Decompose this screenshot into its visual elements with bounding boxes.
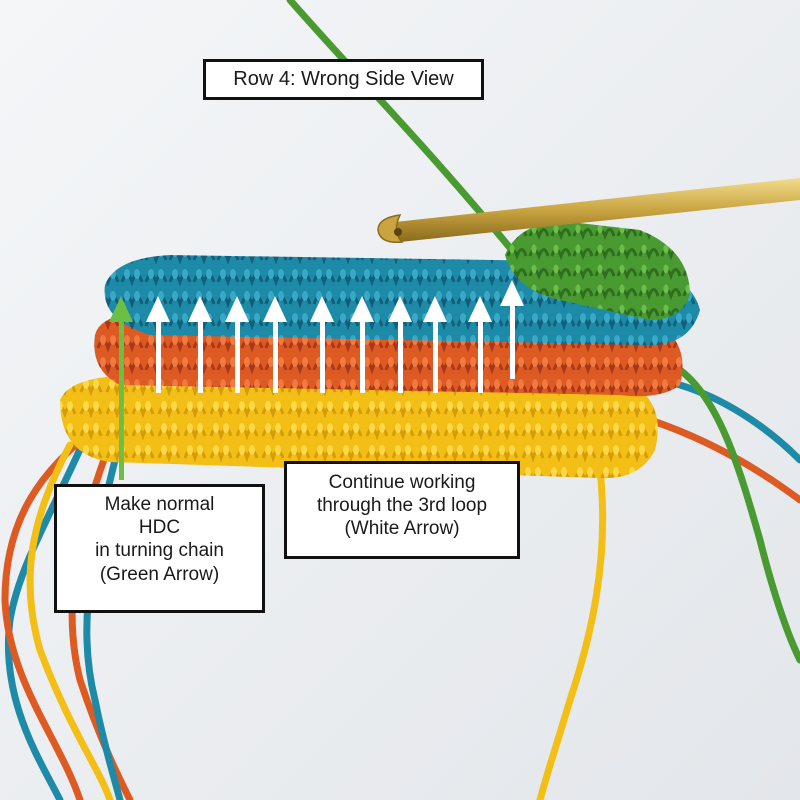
white-arrow xyxy=(310,296,334,393)
white-note-line: (White Arrow) xyxy=(344,518,460,540)
white-arrows xyxy=(146,280,524,393)
green-arrow-note: Make normal HDC in turning chain (Green … xyxy=(54,484,265,613)
green-note-line: in turning chain xyxy=(95,540,224,562)
row-green xyxy=(505,221,690,320)
title-text: Row 4: Wrong Side View xyxy=(233,68,454,90)
white-arrow xyxy=(188,296,212,393)
white-arrow xyxy=(350,296,374,393)
white-arrow xyxy=(146,296,170,393)
row-yellow xyxy=(60,375,658,479)
crochet-swatch xyxy=(60,221,700,479)
green-note-line: (Green Arrow) xyxy=(99,563,220,585)
white-arrow xyxy=(388,296,412,393)
white-note-line: Continue working xyxy=(328,472,476,493)
crochet-hook xyxy=(377,178,800,243)
white-arrow xyxy=(225,296,249,393)
white-arrow xyxy=(423,296,447,393)
green-note-line: Make normal xyxy=(104,494,215,515)
white-arrow-note: Continue working through the 3rd loop (W… xyxy=(284,461,520,559)
white-arrow xyxy=(500,280,524,379)
white-arrow xyxy=(263,296,287,393)
title-label: Row 4: Wrong Side View xyxy=(203,59,484,100)
white-arrow xyxy=(468,296,492,393)
green-arrow xyxy=(109,296,133,480)
white-note-line: through the 3rd loop xyxy=(316,495,488,517)
green-note-line: HDC xyxy=(138,517,181,539)
